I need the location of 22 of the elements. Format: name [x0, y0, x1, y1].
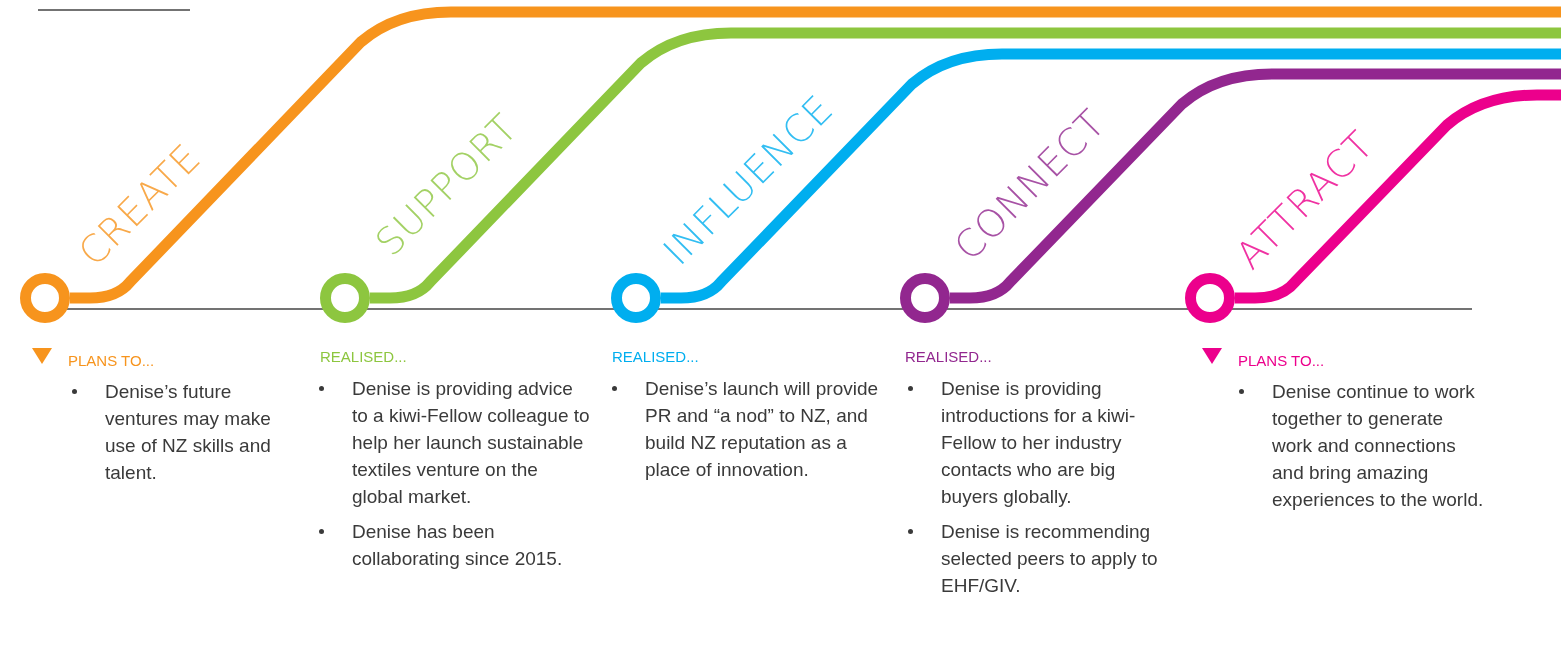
route-line [661, 48, 1561, 304]
bullet-text: Denise’s launch will provide PR and “a nod” to NZ, and build NZ reputation as a place of innovation. [645, 377, 880, 482]
bullet-text: Denise has been collaborating since 2015. [352, 520, 564, 571]
station-circle [320, 273, 370, 323]
station-circle [611, 273, 661, 323]
bullet-text: Denise continue to work together to generate work and connections and bring amazing experiences to the world. [1272, 380, 1485, 512]
bullet-text: Denise’s future ventures may make use of NZ skills and talent. [105, 380, 272, 485]
route-line [950, 68, 1561, 304]
status-heading: PLANS TO... [68, 352, 155, 369]
bullet-text: Denise is recommending selected peers to apply to EHF/GIV. [941, 520, 1159, 598]
bullet-text: Denise is providing advice to a kiwi-Fellow colleague to help her launch sustainable textiles venture on the global market. [352, 377, 591, 509]
status-heading: REALISED... [905, 348, 992, 365]
status-heading: REALISED... [612, 348, 699, 365]
bullet-text: Denise is providing introductions for a kiwi-Fellow to her industry contacts who are big buyers globally. [941, 377, 1137, 509]
station-circle [900, 273, 950, 323]
status-heading: REALISED... [320, 348, 407, 365]
station-circle [20, 273, 70, 323]
route-line [1235, 89, 1561, 304]
route-line [70, 6, 1561, 304]
route-line [370, 27, 1561, 304]
status-heading: PLANS TO... [1238, 352, 1325, 369]
station-circle [1185, 273, 1235, 323]
